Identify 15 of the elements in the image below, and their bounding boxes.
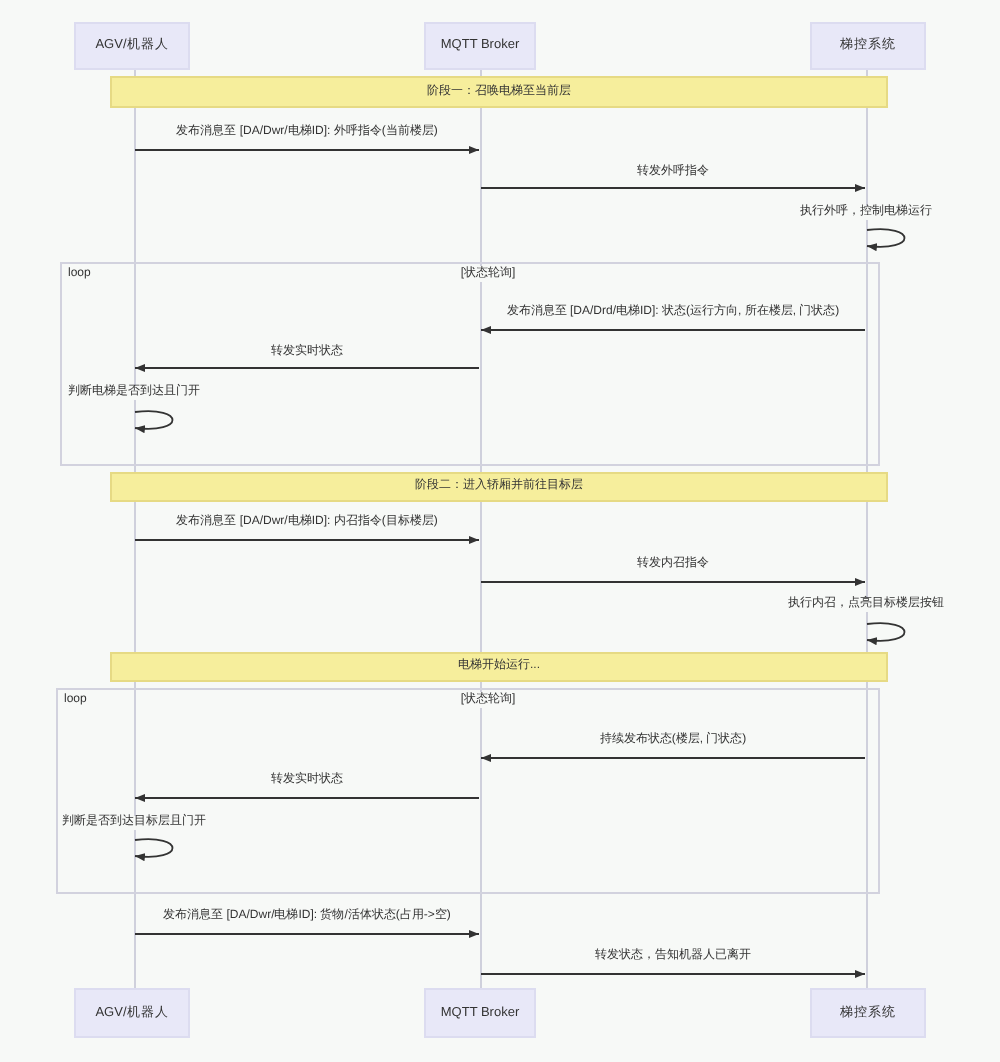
- message-arrow: [134, 930, 480, 938]
- message-arrow: [480, 578, 866, 586]
- message-arrow: [480, 970, 866, 978]
- self-message-arrow: [134, 838, 174, 861]
- message-arrow: [134, 536, 480, 544]
- message-arrow: [134, 146, 480, 154]
- lifeline: [479, 70, 481, 988]
- self-message-arrow: [134, 410, 174, 433]
- message-arrow: [480, 184, 866, 192]
- self-message-arrow: [866, 228, 906, 251]
- self-message-arrow: [866, 622, 906, 645]
- message-arrow: [134, 794, 480, 802]
- message-arrow: [134, 364, 480, 372]
- message-arrow: [480, 754, 866, 762]
- message-arrow: [480, 326, 866, 334]
